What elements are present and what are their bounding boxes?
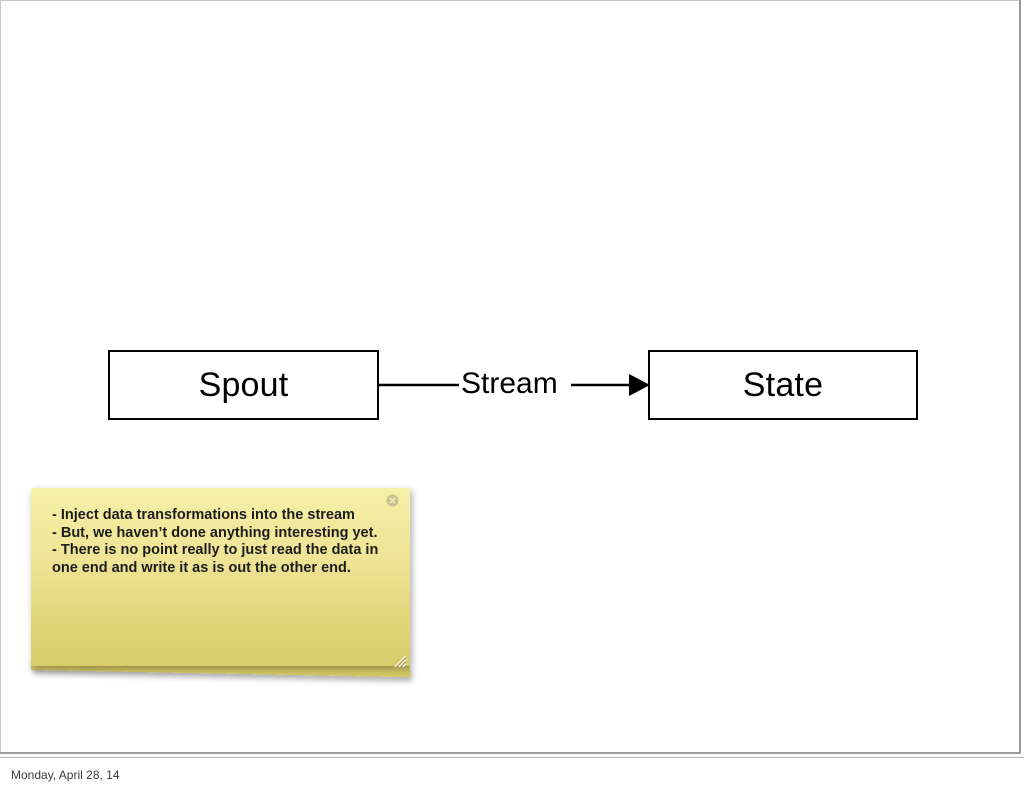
slide-canvas: Spout State Stream - Inject data transfo…	[0, 0, 1021, 754]
sticky-note-text: - Inject data transformations into the s…	[52, 507, 379, 576]
diagram-node-spout[interactable]: Spout	[108, 350, 379, 420]
close-circle-icon[interactable]	[386, 494, 399, 507]
sticky-note-body: - Inject data transformations into the s…	[31, 488, 410, 668]
diagram-edge-label-stream: Stream	[461, 367, 558, 400]
resize-grip-icon[interactable]	[393, 654, 407, 668]
sticky-note[interactable]: - Inject data transformations into the s…	[29, 487, 414, 678]
diagram-node-state[interactable]: State	[648, 350, 918, 420]
arrowhead-icon	[629, 374, 650, 396]
diagram-node-state-label: State	[742, 366, 824, 404]
footer-divider	[0, 757, 1024, 758]
diagram-node-spout-label: Spout	[198, 366, 289, 404]
footer-date: Monday, April 28, 14	[11, 768, 120, 782]
